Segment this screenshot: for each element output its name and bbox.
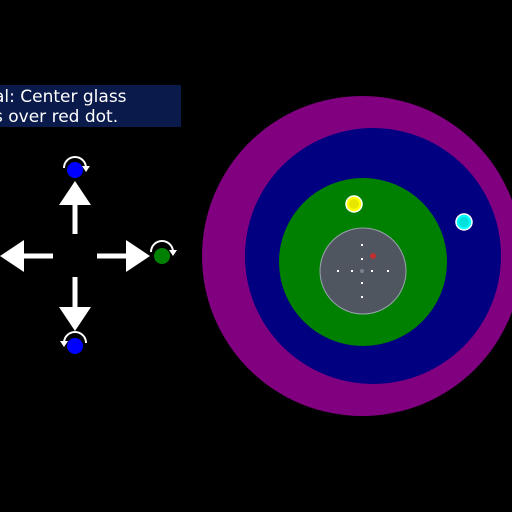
arrow-down-icon[interactable] — [59, 277, 91, 331]
target-red-dot — [370, 253, 376, 259]
rotate-control-right[interactable] — [150, 240, 177, 264]
rotate-icon — [63, 331, 87, 344]
rotate-icon — [150, 240, 174, 253]
ball-cyan[interactable] — [455, 213, 473, 231]
ball-green-right — [154, 248, 170, 264]
goal-text-line-2: s over red dot. — [0, 107, 119, 127]
arrow-right-icon[interactable] — [97, 240, 150, 272]
goal-text-line-1: al: Center glass — [0, 87, 127, 107]
ball-blue-bottom — [67, 338, 83, 354]
rotate-control-top[interactable] — [63, 156, 90, 178]
arrow-left-icon[interactable] — [0, 240, 53, 272]
rotate-control-bottom[interactable] — [60, 331, 87, 354]
magnifying-glass[interactable] — [319, 227, 407, 315]
arrow-pad — [0, 181, 150, 331]
target — [202, 96, 512, 416]
arrow-up-icon[interactable] — [59, 181, 91, 234]
rotate-icon — [63, 156, 87, 169]
ball-blue-top — [67, 162, 83, 178]
ball-yellow[interactable] — [345, 195, 363, 213]
goal-panel: al: Center glass s over red dot. — [0, 85, 181, 127]
